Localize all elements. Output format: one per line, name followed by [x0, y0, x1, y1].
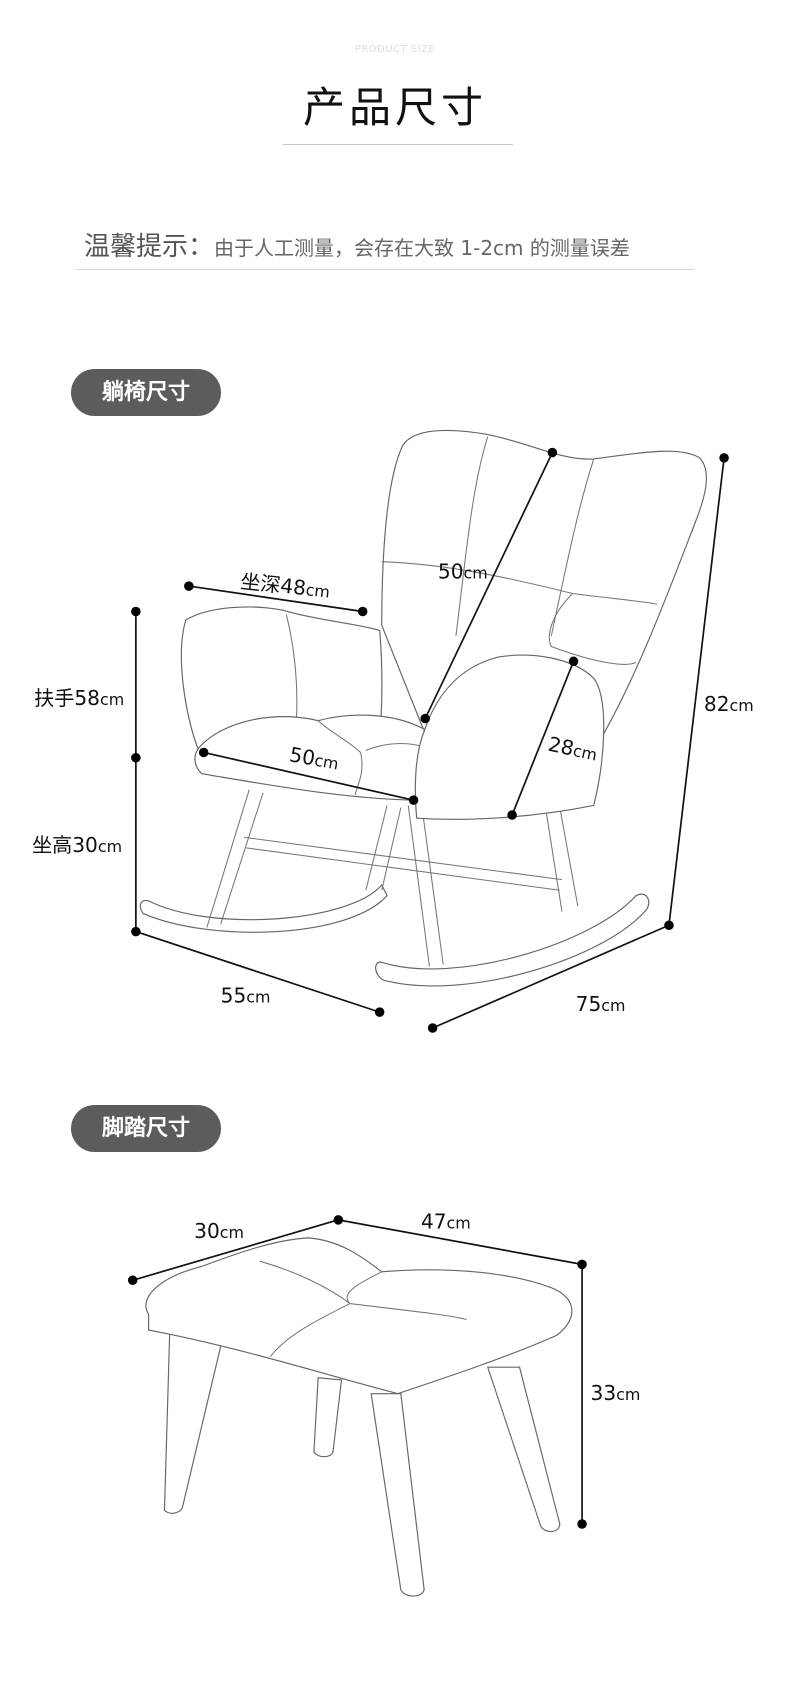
ottoman-depth-label: 30cm	[194, 1219, 244, 1243]
ottoman-dimension-lines	[127, 1215, 587, 1529]
chair-dimension-lines	[131, 447, 729, 1033]
page-title: 产品尺寸	[302, 83, 487, 132]
ottoman-section-label: 脚踏尺寸	[71, 1105, 221, 1152]
seat-width-label: 50cm	[288, 742, 341, 774]
title-divider	[283, 144, 513, 145]
armrest-height-label: 扶手58cm	[34, 686, 124, 710]
ottoman-height-label: 33cm	[591, 1381, 641, 1405]
tip-label: 温馨提示：	[84, 232, 215, 262]
arm-width-label: 28cm	[546, 732, 600, 766]
ottoman-width-label: 47cm	[421, 1209, 471, 1233]
seat-depth-label: 坐深48cm	[239, 569, 331, 602]
chair-width-label: 75cm	[576, 992, 626, 1016]
tip-divider	[76, 269, 694, 270]
measurement-tip: 温馨提示：由于人工测量，会存在大致 1-2cm 的测量误差	[84, 226, 630, 263]
tip-text: 由于人工测量，会存在大致 1-2cm 的测量误差	[214, 236, 630, 260]
seat-height-label: 坐高30cm	[32, 833, 122, 857]
chair-section-label: 躺椅尺寸	[71, 369, 221, 416]
ottoman-drawing	[145, 1237, 573, 1597]
back-height-label: 50cm	[438, 560, 488, 584]
chair-dimension-labels: 坐深48cm 50cm 82cm 扶手58cm 坐高30cm 55cm 75cm…	[32, 560, 754, 1016]
ottoman-dimension-labels: 30cm 47cm 33cm	[194, 1209, 640, 1405]
total-height-label: 82cm	[704, 692, 754, 716]
rocking-chair-drawing	[139, 429, 707, 987]
subtitle: PRODUCT SIZE	[354, 44, 436, 55]
chair-depth-label: 55cm	[221, 984, 271, 1008]
